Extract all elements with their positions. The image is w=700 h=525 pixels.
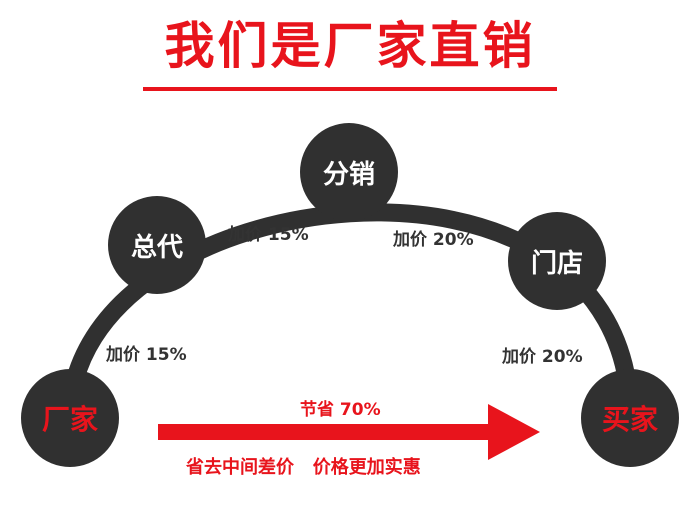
title-underline [143,87,557,91]
node-buyer: 买家 [581,369,679,467]
markup-label-store-buyer: 加价 20% [502,347,583,367]
page-title: 我们是厂家直销 [164,17,536,75]
savings-caption: 省去中间差价 价格更加实惠 [186,457,421,478]
node-buyer-label: 买家 [601,403,658,436]
markup-label-distributor-store: 加价 20% [393,230,474,250]
node-factory: 厂家 [21,369,119,467]
node-agent-label: 总代 [130,232,183,263]
node-distributor-label: 分销 [322,159,375,190]
node-factory-label: 厂家 [41,403,98,436]
markup-label-factory-agent: 加价 15% [106,345,187,365]
node-store: 门店 [508,212,606,310]
node-store-label: 门店 [530,248,583,279]
direct-sale-arrow [158,404,540,460]
savings-label: 节省 70% [300,400,381,420]
markup-label-agent-distributor: 加价 15% [228,225,309,245]
node-distributor: 分销 [300,123,398,221]
node-agent: 总代 [108,196,206,294]
